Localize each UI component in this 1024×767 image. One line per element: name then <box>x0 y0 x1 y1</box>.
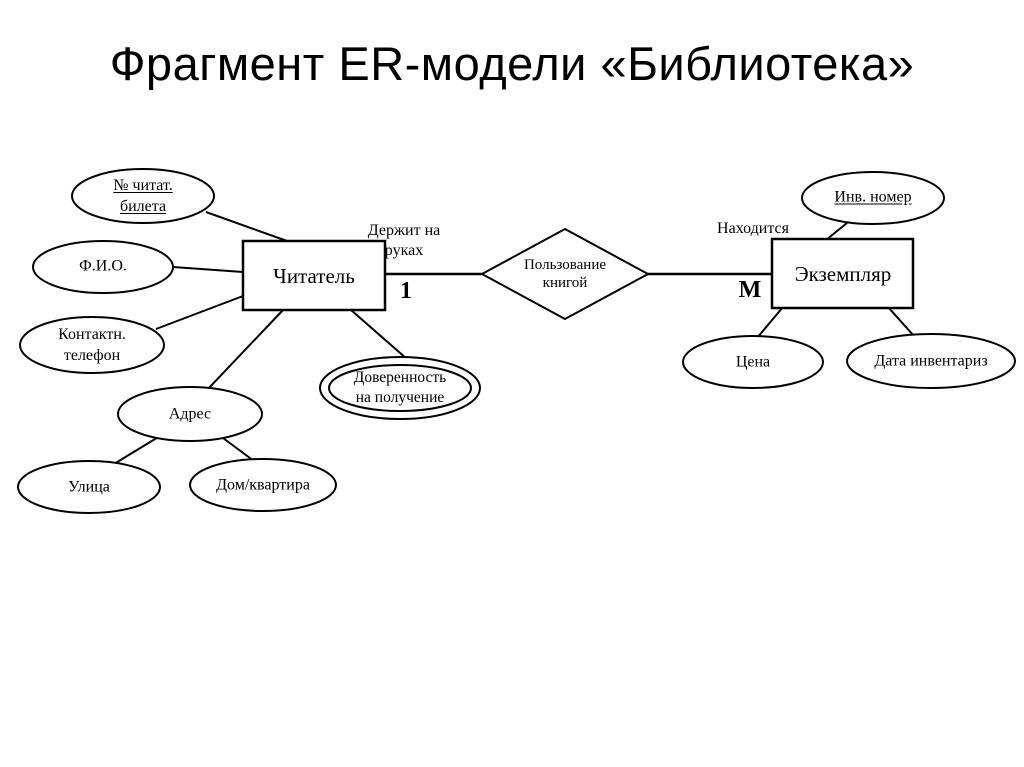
role-label-located: Находится <box>717 220 789 237</box>
attribute-inv-no-label: Инв. номер <box>834 187 911 208</box>
attribute-ellipse-inv-date <box>846 333 1016 389</box>
connector-fio-reader <box>172 266 244 273</box>
attribute-ellipse-phone <box>19 316 165 374</box>
attribute-inv-date-label: Дата инвентариз <box>874 352 988 370</box>
attribute-ellipse-address <box>117 386 263 442</box>
attribute-house-label: Дом/квартира <box>216 476 310 494</box>
attribute-address-label: Адрес <box>168 405 212 423</box>
entity-reader-box <box>241 239 387 312</box>
attribute-ellipse-attorney-inner <box>328 364 472 412</box>
role-label-holds-line2: руках <box>384 242 424 259</box>
attribute-attorney-line2: на получение <box>355 389 445 406</box>
attribute-ellipse-fio <box>32 240 174 294</box>
attribute-inv-no-line1: Инв. номер <box>834 188 912 206</box>
connector-card-no-reader <box>205 211 288 242</box>
attribute-ellipse-card-no <box>71 168 215 224</box>
entity-copy-box <box>770 237 915 310</box>
relationship-label-line2: книгой <box>542 275 588 291</box>
attribute-price-label: Цена <box>735 353 771 371</box>
attribute-phone-line2: телефон <box>63 347 121 364</box>
relationship-diamond <box>479 227 651 321</box>
attribute-phone-label: Контактн. телефон <box>58 324 126 366</box>
attribute-ellipse-house <box>189 458 337 512</box>
connector-reader-attorney <box>350 309 408 360</box>
attribute-attorney-line1: Доверенность <box>353 369 447 386</box>
cardinality-m-label: М <box>738 277 762 303</box>
connector-inv-no-copy <box>825 222 848 241</box>
cardinality-1-label: 1 <box>400 278 412 304</box>
attribute-ellipse-price <box>682 335 824 389</box>
connector-reader-address <box>206 309 284 391</box>
connector-phone-reader <box>155 295 244 330</box>
connector-copy-price <box>756 306 784 339</box>
attribute-attorney-label: Доверенность на получение <box>354 368 447 408</box>
role-label-holds: Держит на руках <box>368 221 440 261</box>
attribute-street-label: Улица <box>68 478 110 496</box>
slide-title: Фрагмент ER-модели «Библиотека» <box>109 37 915 90</box>
connector-address-street <box>113 435 161 465</box>
role-label-holds-line1: Держит на <box>367 222 441 239</box>
attribute-ellipse-inv-no <box>801 171 945 225</box>
entity-boxes <box>241 237 915 312</box>
attribute-phone-line1: Контактн. <box>58 326 126 343</box>
entity-copy-label: Экземпляр <box>794 262 892 286</box>
attribute-ellipses <box>17 168 1016 514</box>
relationship-label-line1: Пользование <box>523 257 607 273</box>
attribute-card-no-line2: билета <box>119 198 167 215</box>
attribute-ellipse-street <box>17 460 161 514</box>
relationship-label: Пользование книгой <box>524 256 606 292</box>
entity-reader-label: Читатель <box>273 264 355 288</box>
attribute-fio-label: Ф.И.О. <box>79 257 127 275</box>
connector-copy-inv-date <box>887 306 915 337</box>
attribute-card-no-line1: № читат. <box>113 177 173 194</box>
connector-address-house <box>222 437 255 462</box>
connector-lines <box>113 211 915 465</box>
attribute-card-no-label: № читат. билета <box>113 175 173 217</box>
